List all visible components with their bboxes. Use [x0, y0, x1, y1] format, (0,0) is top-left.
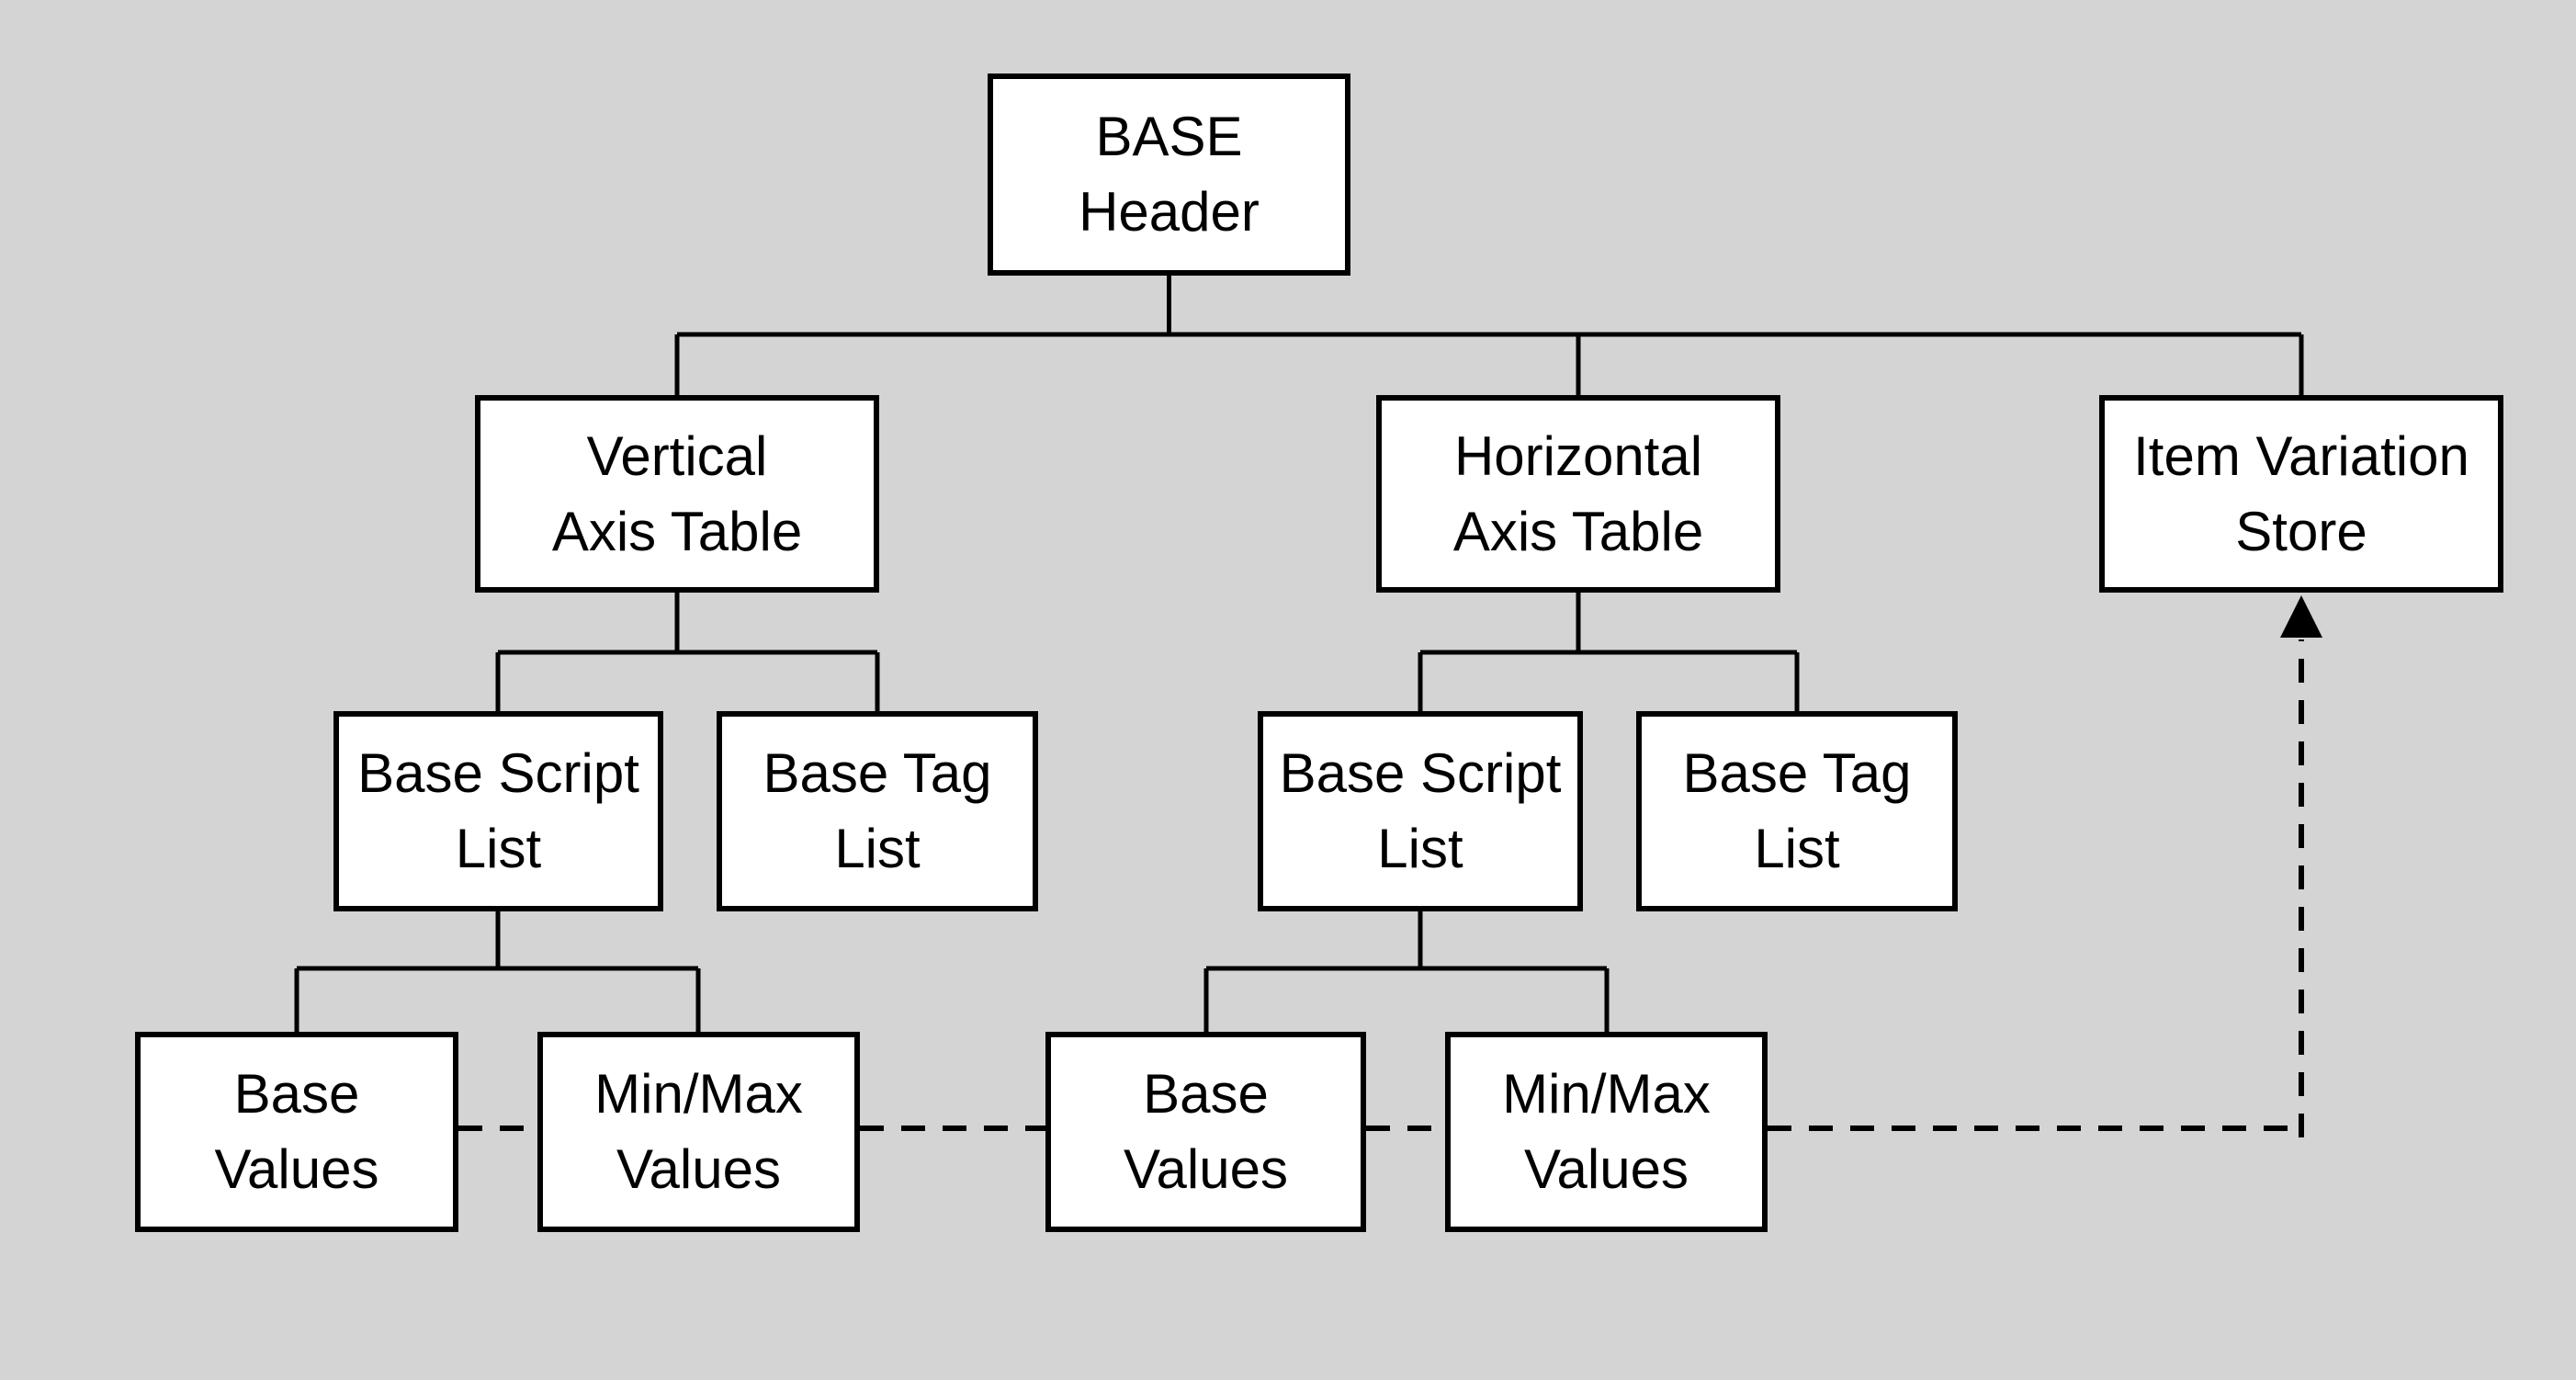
node-label: Horizontal Axis Table — [1452, 424, 1704, 562]
node-base-script-list-right: Base Script List — [1258, 711, 1583, 911]
arrowhead-up-icon — [2280, 595, 2322, 638]
node-min-max-values-middle: Min/Max Values — [1445, 1032, 1768, 1232]
node-label: BASE Header — [1079, 106, 1260, 243]
node-label: Base Script List — [357, 742, 639, 879]
node-label: Min/Max Values — [594, 1063, 803, 1200]
node-base-values-left: Base Values — [135, 1032, 458, 1232]
node-base-tag-list-right: Base Tag List — [1636, 711, 1958, 911]
solid-connectors — [294, 274, 2304, 1034]
node-label: Base Values — [214, 1063, 379, 1200]
node-base-header: BASE Header — [988, 74, 1350, 276]
node-horizontal-axis-table: Horizontal Axis Table — [1376, 395, 1780, 593]
node-label: Item Variation Store — [2133, 424, 2469, 562]
node-label: Base Tag List — [1682, 742, 1912, 879]
node-base-tag-list-left: Base Tag List — [717, 711, 1038, 911]
node-vertical-axis-table: Vertical Axis Table — [475, 395, 879, 593]
node-label: Base Tag List — [763, 742, 992, 879]
node-label: Min/Max Values — [1502, 1063, 1711, 1200]
node-min-max-values-left: Min/Max Values — [537, 1032, 860, 1232]
node-label: Base Values — [1123, 1063, 1288, 1200]
node-base-script-list-left: Base Script List — [333, 711, 663, 911]
node-item-variation-store: Item Variation Store — [2099, 395, 2503, 593]
dashed-connectors — [458, 639, 2304, 1137]
node-label: Base Script List — [1279, 742, 1562, 879]
node-base-values-middle: Base Values — [1045, 1032, 1366, 1232]
node-label: Vertical Axis Table — [551, 424, 803, 562]
